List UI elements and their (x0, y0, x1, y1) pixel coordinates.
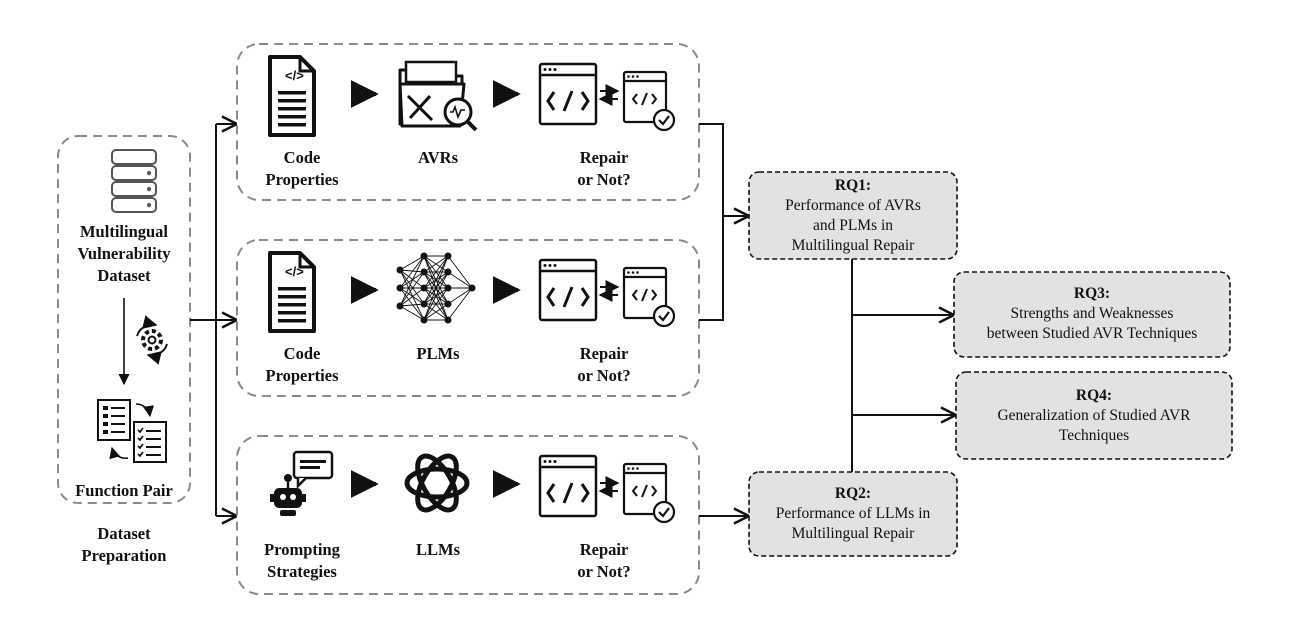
function-pair-label: Function Pair (75, 481, 173, 500)
code-glyph-2: </> (285, 264, 304, 279)
processing-gear-icon (136, 315, 168, 365)
pipeline-plm-output-label: Repair or Not? (577, 344, 631, 385)
pipeline-llm-model-label: LLMs (415, 540, 460, 559)
rq1-box (748, 171, 958, 260)
pipeline-avr-input-label: Code Properties (265, 148, 339, 189)
rq4-box (955, 371, 1233, 460)
pipeline-avr-output-label: Repair or Not? (577, 148, 631, 189)
neural-network-icon (396, 252, 476, 324)
rq2-box (748, 471, 958, 557)
rq3-text: RQ3: Strengths and Weaknesses between St… (986, 285, 1198, 342)
avr-tools-icon (398, 60, 478, 132)
function-pair-icon (97, 399, 167, 463)
pipeline-llm-input-label: Prompting Strategies (264, 540, 340, 581)
connector-avr-plm-to-rq1 (699, 123, 749, 321)
pipeline-plm-input-label: Code Properties (265, 344, 339, 385)
rq4-text: RQ4: Generalization of Studied AVR Techn… (997, 387, 1191, 444)
dataset-title: Multilingual Vulnerability Dataset (77, 222, 171, 285)
rq2-text: RQ2: Performance of LLMs in Multilingual… (775, 485, 931, 542)
database-icon (111, 149, 157, 213)
dataset-caption: Dataset Preparation (81, 524, 167, 565)
pipeline-plm-model-label: PLMs (416, 344, 460, 363)
chatbot-icon (270, 450, 334, 516)
llm-logo-icon (404, 453, 470, 513)
rq1-text: RQ1: Performance of AVRs and PLMs in Mul… (785, 177, 921, 254)
code-glyph-1: </> (285, 68, 304, 83)
rq3-box (953, 271, 1231, 358)
pipeline-llm-output-label: Repair or Not? (577, 540, 631, 581)
pipeline-avr-model-label: AVRs (417, 148, 459, 167)
